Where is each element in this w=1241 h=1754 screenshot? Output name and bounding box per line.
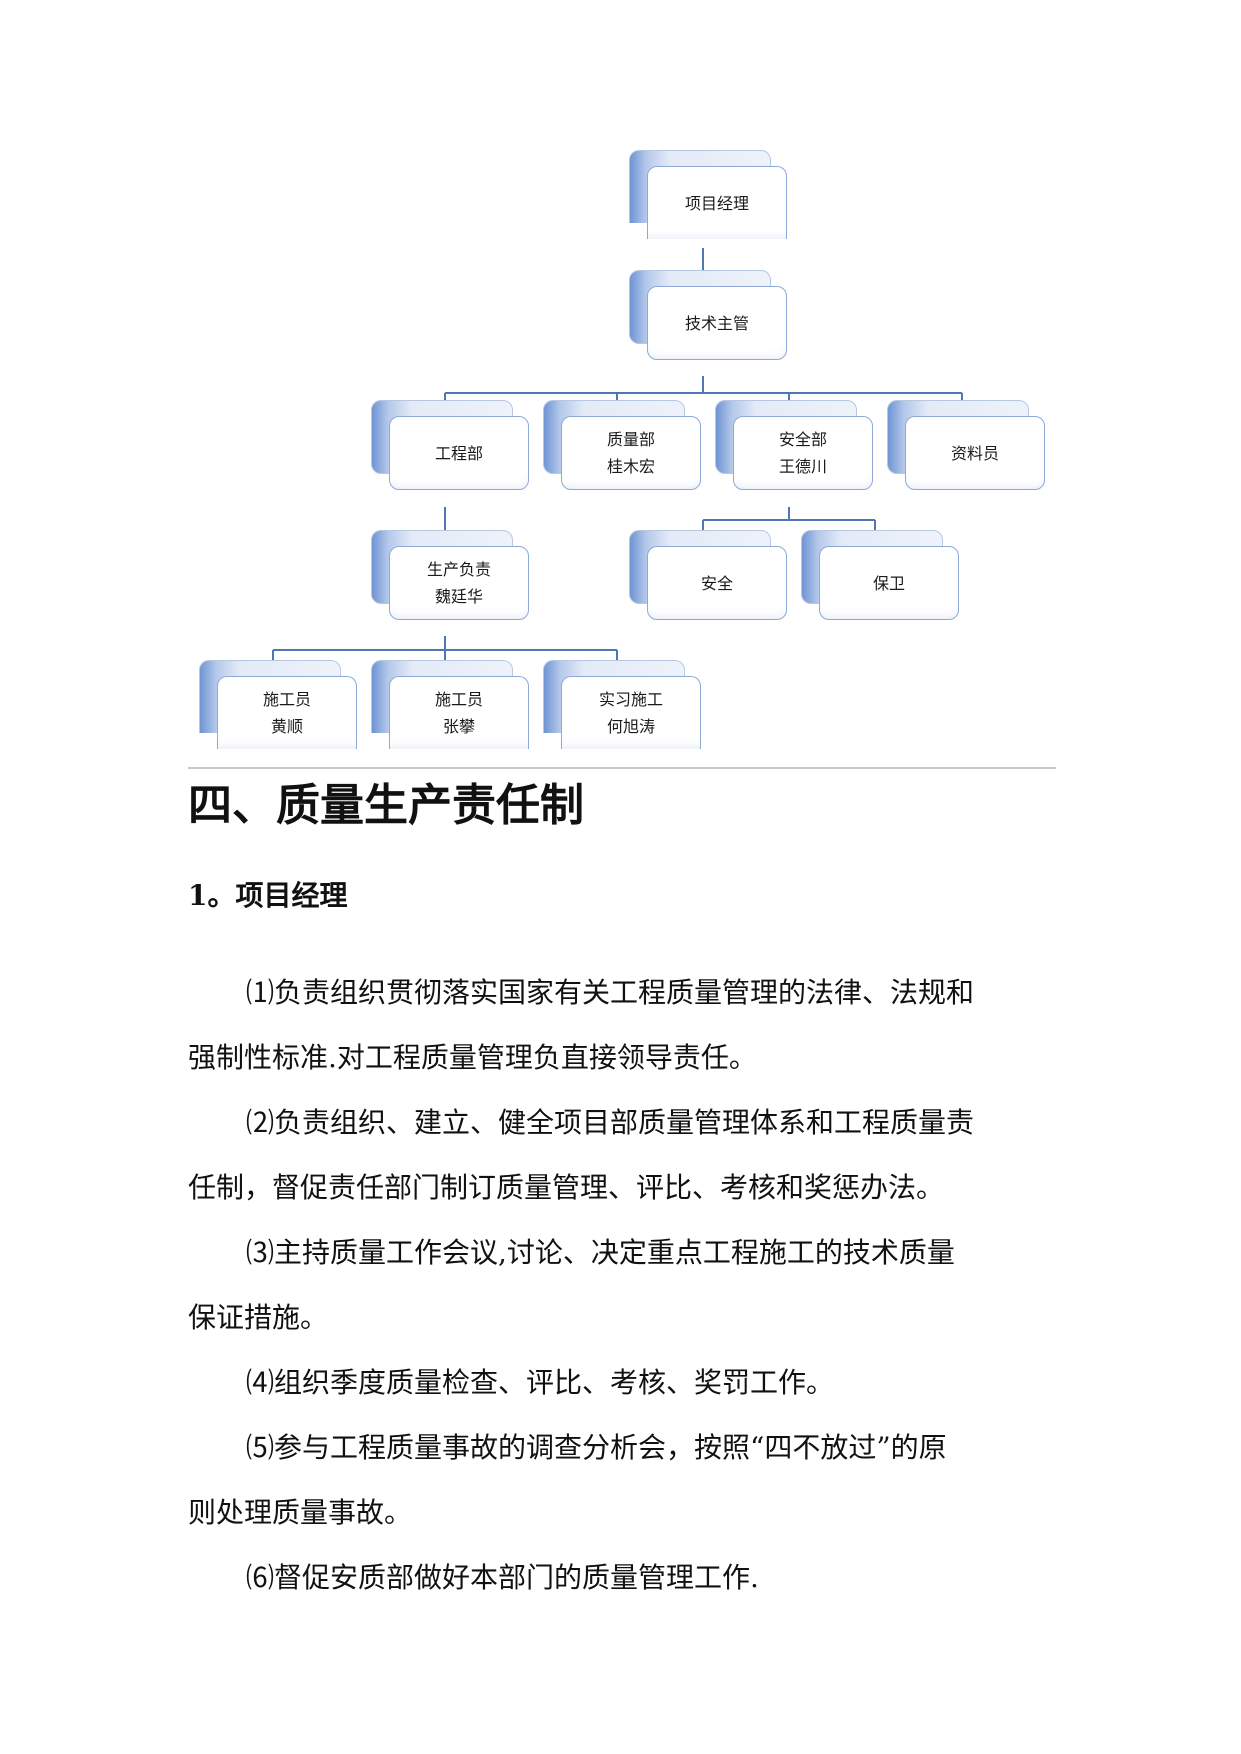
node-line: 黄顺 [270,717,303,736]
node-line: 安全 [700,573,733,593]
paragraph-first-line: ⑸参与工程质量事故的调查分析会，按照“四不放过”的原 [246,1431,947,1464]
node-line: 保卫 [872,573,905,593]
node-line: 质量部 [606,430,655,449]
node-line: 魏廷华 [434,587,483,606]
org-chart: 项目经理 技术主管 工程部 质量部 桂木宏 安全部 王德川 资料员 生产负责 魏… [0,0,1241,770]
node-line: 施工员 [262,690,311,709]
paragraph-continuation: 强制性标准.对工程质量管理负直接领导责任。 [188,1041,757,1074]
org-node-records-clerk: 资料员 [887,400,1045,490]
node-line: 工程部 [434,443,483,463]
node-line: 张攀 [442,717,475,736]
paragraph-item-4: ⑷组织季度质量检查、评比、考核、奖罚工作。 [188,1350,1056,1415]
node-line: 施工员 [434,690,483,709]
org-node-safety: 安全 [629,530,787,620]
org-node-production-lead: 生产负责 魏廷华 [371,530,529,620]
node-line: 桂木宏 [606,457,655,476]
paragraph-continuation: 任制，督促责任部门制订质量管理、评比、考核和奖惩办法。 [188,1171,945,1204]
org-node-quality-dept: 质量部 桂木宏 [543,400,701,490]
node-line: 王德川 [778,457,827,476]
paragraph-item-3: ⑶主持质量工作会议,讨论、决定重点工程施工的技术质量 保证措施。 [188,1220,1056,1350]
section-heading: 四、质量生产责任制 [188,780,584,831]
org-node-worker-2: 施工员 张攀 [371,660,529,750]
node-line: 项目经理 [684,193,749,213]
section-divider [188,767,1056,769]
node-line: 何旭涛 [606,717,655,736]
org-node-security-guard: 保卫 [801,530,959,620]
paragraph-continuation: 保证措施。 [188,1301,329,1334]
paragraph-first-line: ⑴负责组织贯彻落实国家有关工程质量管理的法律、法规和 [246,976,975,1009]
paragraph-item-5: ⑸参与工程质量事故的调查分析会，按照“四不放过”的原 则处理质量事故。 [188,1415,1056,1545]
paragraph-continuation: 则处理质量事故。 [188,1496,413,1529]
paragraph-item-6: ⑹督促安质部做好本部门的质量管理工作. [188,1545,1056,1610]
paragraph-item-2: ⑵负责组织、建立、健全项目部质量管理体系和工程质量责 任制，督促责任部门制订质量… [188,1090,1056,1220]
node-line: 实习施工 [598,690,663,709]
org-node-project-manager: 项目经理 [629,150,787,240]
node-line: 资料员 [950,443,999,463]
node-line: 技术主管 [684,313,749,333]
org-node-technical-director: 技术主管 [629,270,787,360]
paragraph-item-1: ⑴负责组织贯彻落实国家有关工程质量管理的法律、法规和 强制性标准.对工程质量管理… [188,960,1056,1090]
node-line: 生产负责 [426,560,491,579]
org-node-engineering-dept: 工程部 [371,400,529,490]
node-line: 安全部 [778,430,827,449]
org-node-safety-dept: 安全部 王德川 [715,400,873,490]
subsection-heading: 1。项目经理 [188,879,348,912]
paragraph-first-line: ⑵负责组织、建立、健全项目部质量管理体系和工程质量责 [246,1106,975,1139]
org-node-intern: 实习施工 何旭涛 [543,660,701,750]
paragraph-first-line: ⑶主持质量工作会议,讨论、决定重点工程施工的技术质量 [246,1236,955,1269]
paragraph-first-line: ⑹督促安质部做好本部门的质量管理工作. [246,1561,759,1594]
org-chart-connectors [272,248,963,676]
org-node-worker-1: 施工员 黄顺 [199,660,357,750]
paragraph-first-line: ⑷组织季度质量检查、评比、考核、奖罚工作。 [246,1366,835,1399]
